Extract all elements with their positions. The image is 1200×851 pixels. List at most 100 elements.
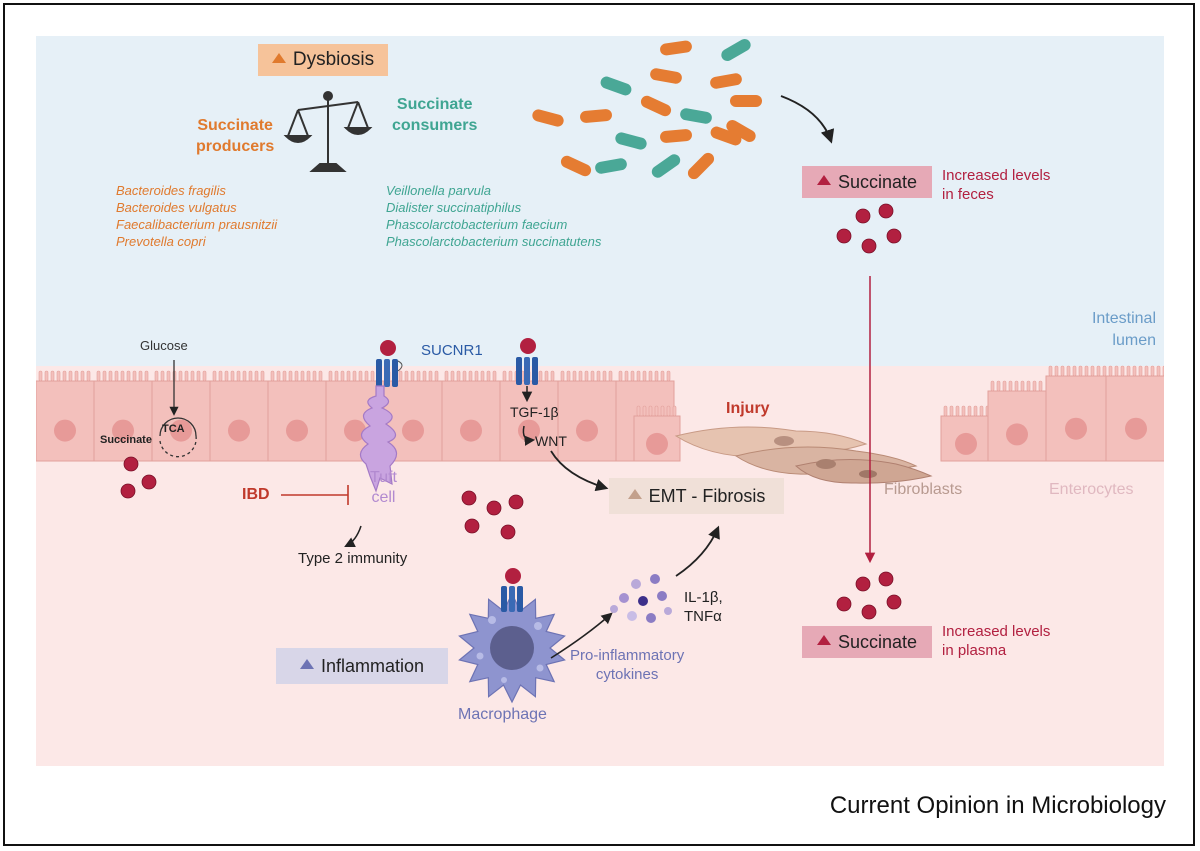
bacterium-rod [580, 109, 612, 123]
dysbiosis-label: Dysbiosis [292, 49, 375, 70]
microvillus [346, 370, 351, 382]
microvillus [352, 370, 357, 382]
microvillus [1084, 365, 1089, 377]
microvillus [126, 370, 131, 382]
microvillus [1138, 365, 1143, 377]
microvillus [1102, 365, 1107, 377]
microvillus [502, 370, 507, 382]
macrophage-label: Macrophage [458, 706, 547, 723]
microvillus [943, 405, 948, 417]
microvillus [1156, 365, 1161, 377]
microvillus [358, 370, 363, 382]
microvillus [973, 405, 978, 417]
microvillus [672, 405, 677, 417]
microvillus [404, 370, 409, 382]
wnt-label: WNT [535, 433, 567, 449]
microvillus [224, 370, 229, 382]
tca-cycle-icon [159, 360, 197, 458]
ibd-inhibition-arrow [281, 485, 349, 505]
microvillus [590, 370, 595, 382]
microvillus [398, 370, 403, 382]
microvillus [410, 370, 415, 382]
lumen-line1: Intestinal [1091, 310, 1156, 327]
consumers-title-line1: Succinate [396, 96, 473, 113]
microvillus [990, 380, 995, 392]
bacterium-rod [680, 108, 712, 124]
microvillus [364, 370, 369, 382]
microvillus [1162, 365, 1164, 377]
microvillus [1008, 380, 1013, 392]
microvillus [636, 370, 641, 382]
microvillus [230, 370, 235, 382]
il-tnf-label: IL-1β, TNFα [684, 588, 723, 626]
microvillus [949, 405, 954, 417]
tuft-line1: Tuft [370, 469, 397, 486]
microvillus [1002, 380, 1007, 392]
microvillus [276, 370, 281, 382]
arrow-wnt-to-emt [550, 450, 609, 492]
list-item: Phascolarctobacterium faecium [386, 217, 568, 232]
bacterium-rod [710, 126, 742, 146]
bacterium-rod [595, 158, 627, 174]
microvillus [462, 370, 467, 382]
sucnr1-receptor-icon [376, 340, 403, 387]
microvillus [120, 370, 125, 382]
producers-title-line1: Succinate [197, 117, 273, 134]
arrow-macrophage-to-cytokines [550, 612, 613, 659]
plasma-note-line2: in plasma [942, 642, 1007, 659]
intestinal-lumen-label: Intestinal lumen [1092, 308, 1156, 352]
macrophage-cell [458, 592, 566, 704]
cell-nucleus [460, 419, 482, 442]
microvillus [1066, 365, 1071, 377]
lumen-line2: lumen [1112, 332, 1156, 349]
microvillus [602, 370, 607, 382]
cell-nucleus [286, 419, 308, 442]
microvillus [312, 370, 317, 382]
microvillus [508, 370, 513, 382]
bacterium-rod [726, 120, 756, 142]
lumen-background [36, 36, 1164, 366]
microvillus [62, 370, 67, 382]
microvillus [86, 370, 91, 382]
microvillus [1072, 365, 1077, 377]
cell-nucleus [1006, 423, 1028, 446]
microvillus [444, 370, 449, 382]
microvillus [566, 370, 571, 382]
sucnr1-label: SUCNR1 [421, 342, 483, 359]
bacteria-cluster [532, 39, 762, 180]
microvillus [212, 370, 217, 382]
list-item: Prevotella copri [116, 234, 206, 249]
microvillus [340, 370, 345, 382]
cell-nucleus [955, 432, 977, 455]
microvillus [648, 405, 653, 417]
microvillus [468, 370, 473, 382]
microvillus [996, 380, 1001, 392]
macrophage-receptor-icon [501, 568, 523, 612]
list-item: Bacteroides fragilis [116, 183, 226, 198]
microvillus [422, 370, 427, 382]
microvillus [270, 370, 275, 382]
enterocytes-label: Enterocytes [1049, 481, 1134, 498]
feces-succinate-label: Succinate [837, 171, 918, 192]
microvillus [38, 370, 43, 382]
cell-nucleus [576, 419, 598, 442]
microvillus [196, 370, 201, 382]
producers-title-line2: producers [196, 138, 275, 155]
cell-succinate-label: Succinate [100, 434, 152, 446]
bacterium-rod [650, 68, 682, 84]
microvillus [144, 370, 149, 382]
microvillus [486, 370, 491, 382]
list-item: Faecalibacterium prausnitzii [116, 217, 278, 232]
consumers-species-list: Veillonella parvula Dialister succinatip… [386, 182, 601, 250]
microvillus [1078, 365, 1083, 377]
bacterium-rod [640, 95, 672, 117]
microvillus [44, 370, 49, 382]
list-item: Dialister succinatiphilus [386, 200, 522, 215]
cell-nucleus [1125, 417, 1147, 440]
microvillus [636, 405, 641, 417]
up-arrow-icon [627, 489, 642, 499]
microvillus [428, 370, 433, 382]
bacterium-rod [730, 95, 762, 107]
microvillus [260, 370, 265, 382]
list-item: Veillonella parvula [386, 183, 492, 198]
